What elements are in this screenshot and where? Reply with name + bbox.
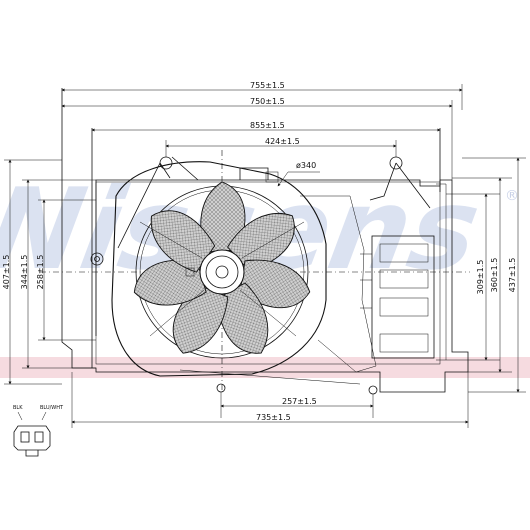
left-dimensions: 407±1.5 344±1.5 258±1.5 [2, 159, 96, 385]
fan-shroud [111, 161, 327, 377]
top-dimensions: 755±1.5 750±1.5 855±1.5 424±1.5 ø340 [61, 81, 463, 187]
dim-bottom-span: 257±1.5 [282, 397, 317, 406]
right-dimensions: 309±1.5 360±1.5 437±1.5 [446, 157, 526, 393]
dim-right-height-inner: 309±1.5 [476, 260, 485, 295]
connector: BLK BLU/WHT [13, 405, 64, 457]
dim-right-height-mid: 360±1.5 [490, 258, 499, 293]
connector-body [13, 425, 51, 451]
dim-bottom-width: 735±1.5 [256, 413, 291, 422]
fan-hub [185, 249, 245, 295]
connector-pin1-label: BLK [13, 405, 23, 411]
mount-brackets [90, 156, 431, 395]
mount-hole-bottom-right [368, 385, 378, 395]
dim-frame-width: 750±1.5 [250, 97, 285, 106]
motor-struts [139, 221, 305, 337]
dim-overall-width: 755±1.5 [250, 81, 285, 90]
dim-shroud-width: 855±1.5 [250, 121, 285, 130]
dim-left-height-outer: 407±1.5 [2, 255, 11, 290]
dim-left-height-mid: 344±1.5 [20, 255, 29, 290]
control-module [360, 235, 435, 359]
mount-hole-bottom-left [216, 383, 226, 393]
dim-mount-spacing: 424±1.5 [265, 137, 300, 146]
fan-blade [150, 210, 216, 273]
dim-fan-diameter: ø340 [296, 161, 316, 170]
dim-left-height-inner: 258±1.5 [36, 255, 45, 290]
connector-pin2-label: BLU/WHT [40, 405, 64, 411]
bottom-dimensions: 257±1.5 735±1.5 [71, 372, 469, 428]
mount-hole-side [90, 252, 104, 266]
dim-right-height-outer: 437±1.5 [508, 258, 517, 293]
fan-blades [133, 181, 311, 354]
watermark-registered: ® [505, 188, 519, 204]
watermark-band [0, 357, 530, 378]
